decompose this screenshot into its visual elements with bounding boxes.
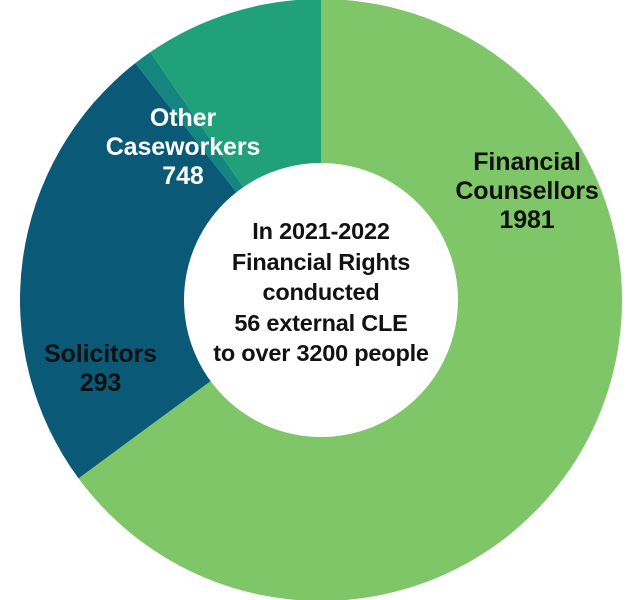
slice-label-solicitors: Solicitors 293 (44, 340, 157, 397)
slice-label-other-caseworkers: Other Caseworkers 748 (105, 104, 261, 190)
slice-label-financial-counsellors: Financial Counsellors 1981 (455, 148, 599, 234)
center-callout-text: In 2021-2022 Financial Rights conducted … (213, 218, 429, 367)
donut-hole (184, 163, 458, 437)
donut-slice-other-caseworkers[interactable] (20, 63, 322, 479)
